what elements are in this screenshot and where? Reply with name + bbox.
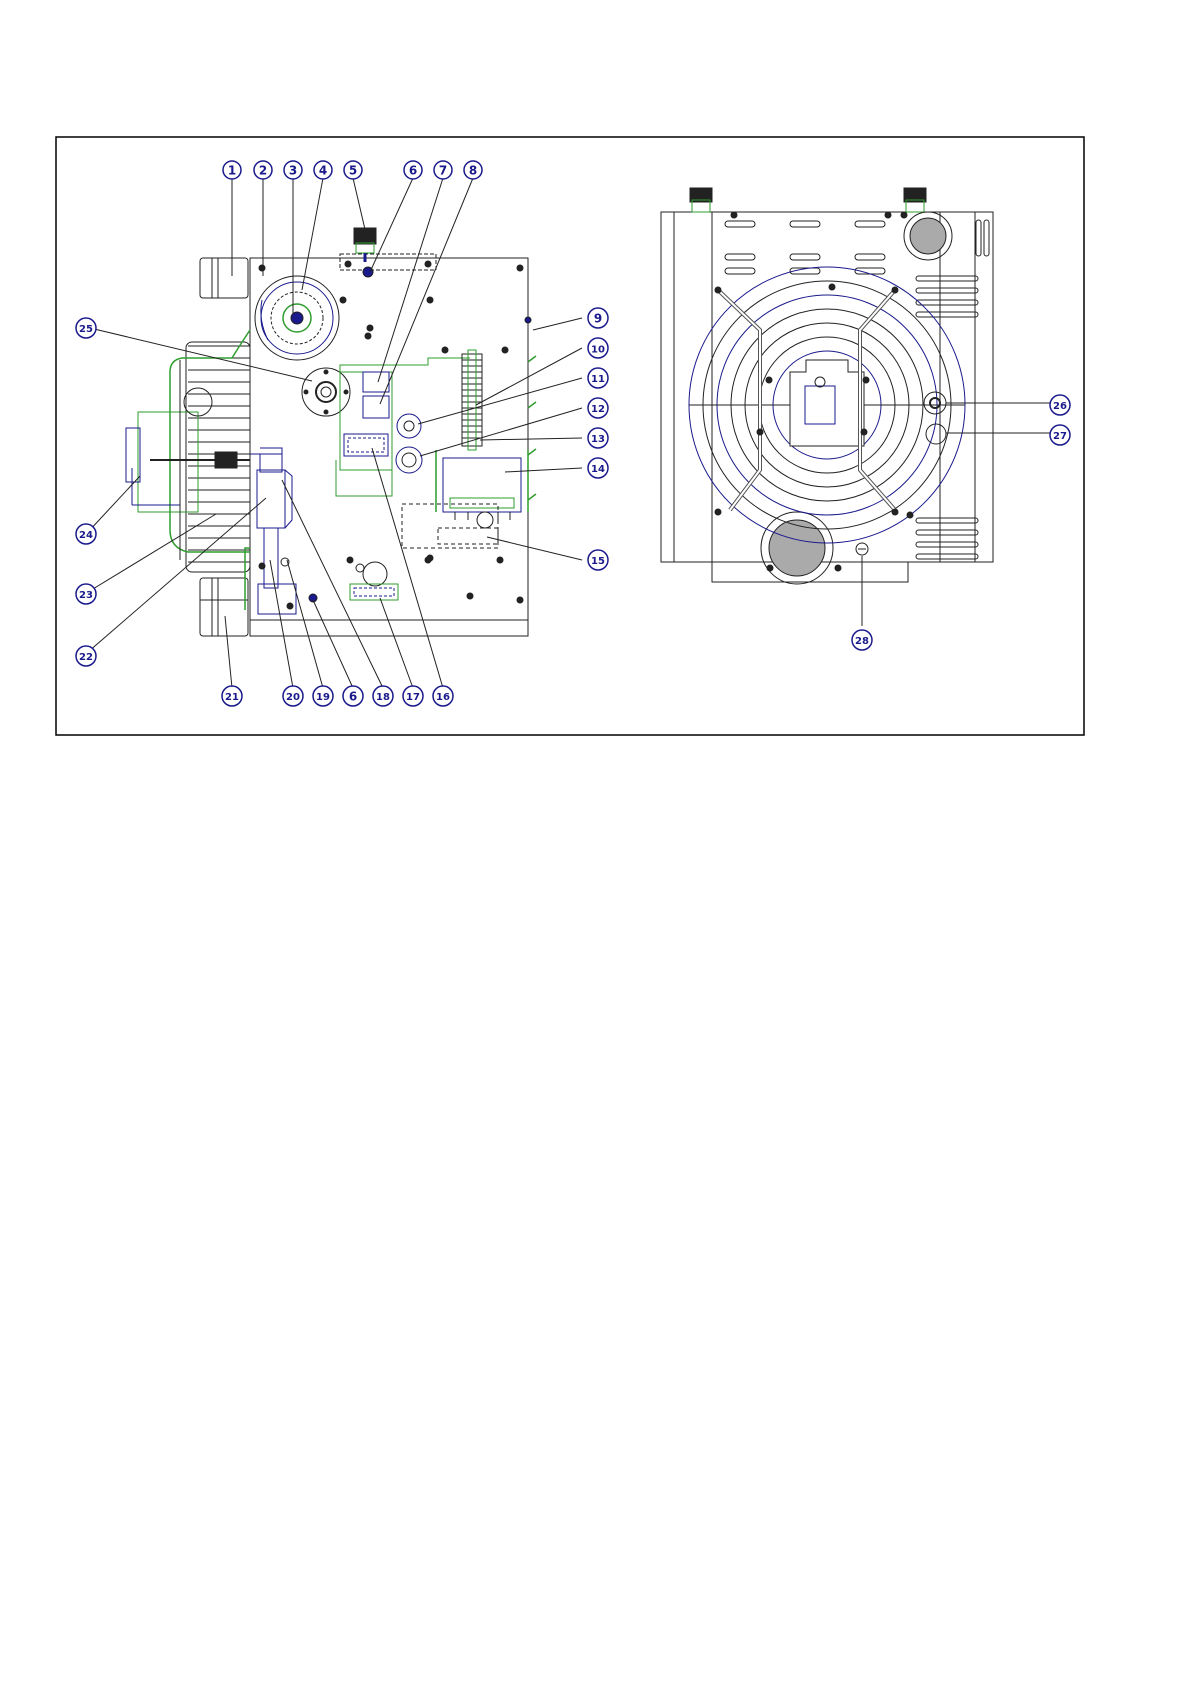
callout-27: 27: [1050, 425, 1070, 445]
svg-text:11: 11: [591, 374, 605, 385]
callout-2: 2: [254, 161, 272, 179]
callout-14: 14: [588, 458, 608, 478]
svg-text:13: 13: [591, 434, 605, 445]
callout-26: 26: [1050, 395, 1070, 415]
svg-text:6: 6: [409, 164, 417, 178]
svg-text:2: 2: [259, 164, 267, 178]
svg-text:20: 20: [286, 692, 300, 703]
svg-text:18: 18: [376, 692, 390, 703]
svg-text:12: 12: [591, 404, 605, 415]
svg-text:15: 15: [591, 556, 605, 567]
callout-5: 5: [344, 161, 362, 179]
callout-23: 23: [76, 584, 96, 604]
callout-8: 8: [464, 161, 482, 179]
callout-11: 11: [588, 368, 608, 388]
svg-text:10: 10: [591, 345, 605, 356]
svg-text:24: 24: [79, 530, 93, 541]
svg-text:25: 25: [79, 324, 93, 335]
svg-text:26: 26: [1053, 401, 1067, 412]
svg-text:4: 4: [319, 164, 327, 178]
svg-text:27: 27: [1053, 431, 1067, 442]
svg-text:22: 22: [79, 652, 93, 663]
svg-text:17: 17: [406, 692, 420, 703]
callout-13: 13: [588, 428, 608, 448]
callout-6-top: 6: [404, 161, 422, 179]
callout-19: 19: [313, 686, 333, 706]
callout-6-bottom: 6: [343, 686, 363, 706]
svg-text:3: 3: [289, 164, 297, 178]
svg-text:21: 21: [225, 692, 239, 703]
svg-text:23: 23: [79, 590, 93, 601]
callout-4: 4: [314, 161, 332, 179]
callout-21: 21: [222, 686, 242, 706]
svg-text:5: 5: [349, 164, 357, 178]
svg-text:6: 6: [349, 690, 357, 704]
callout-24: 24: [76, 524, 96, 544]
callout-28: 28: [852, 630, 872, 650]
side-view: [126, 228, 536, 636]
callout-12: 12: [588, 398, 608, 418]
svg-text:19: 19: [316, 692, 330, 703]
svg-text:9: 9: [594, 312, 602, 326]
svg-text:28: 28: [855, 636, 869, 647]
callout-25: 25: [76, 318, 96, 338]
callout-7: 7: [434, 161, 452, 179]
callout-10: 10: [588, 338, 608, 358]
svg-text:8: 8: [469, 164, 477, 178]
callout-22: 22: [76, 646, 96, 666]
svg-text:14: 14: [591, 464, 605, 475]
callout-3: 3: [284, 161, 302, 179]
callout-17: 17: [403, 686, 423, 706]
callout-18: 18: [373, 686, 393, 706]
front-view: [661, 188, 993, 584]
svg-text:1: 1: [228, 164, 236, 178]
callout-15: 15: [588, 550, 608, 570]
callout-16: 16: [433, 686, 453, 706]
front-vent-slots-right: [916, 220, 989, 559]
svg-text:7: 7: [439, 164, 447, 178]
callout-20: 20: [283, 686, 303, 706]
leader-lines: [88, 178, 1052, 688]
svg-text:16: 16: [436, 692, 450, 703]
front-vent-slots-top: [725, 221, 885, 274]
callout-9: 9: [588, 308, 608, 328]
callout-1: 1: [223, 161, 241, 179]
